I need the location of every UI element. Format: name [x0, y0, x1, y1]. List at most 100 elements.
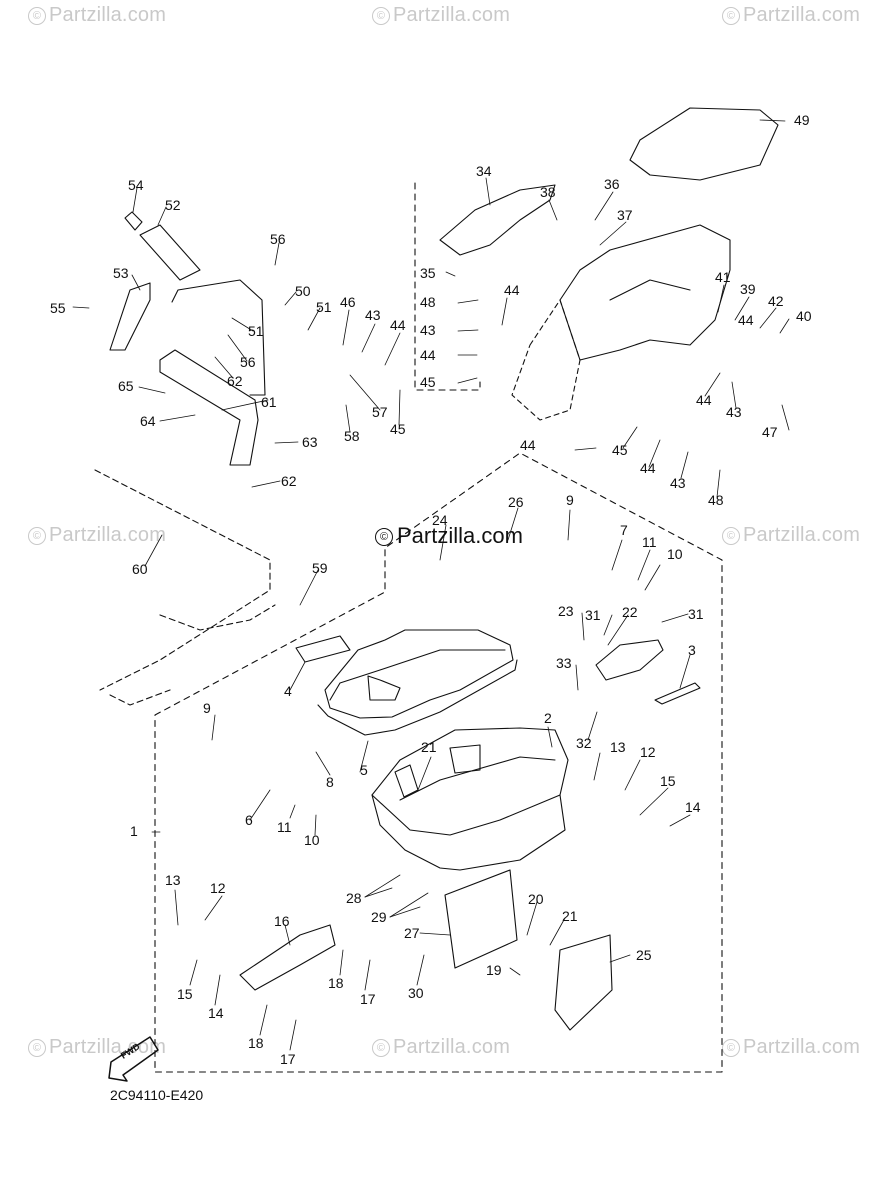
- callout-7: 7: [620, 522, 628, 538]
- callout-43-a: 43: [365, 307, 381, 323]
- callout-55: 55: [50, 300, 66, 316]
- callout-6: 6: [245, 812, 253, 828]
- callout-53: 53: [113, 265, 129, 281]
- callout-43-d: 43: [670, 475, 686, 491]
- callout-15-left: 15: [177, 986, 193, 1002]
- callout-11-upper: 11: [642, 534, 657, 550]
- callout-36: 36: [604, 176, 620, 192]
- copyright-icon: ©: [372, 7, 390, 25]
- callout-64: 64: [140, 413, 156, 429]
- bracket-25: [554, 934, 613, 1031]
- callout-59: 59: [312, 560, 328, 576]
- lid-assembly: [317, 629, 518, 736]
- callout-44-e: 44: [520, 437, 536, 453]
- copyright-icon: ©: [722, 527, 740, 545]
- callout-10-lower: 10: [304, 832, 320, 848]
- callout-34: 34: [476, 163, 492, 179]
- callout-21-lower: 21: [562, 908, 578, 924]
- callout-63: 63: [302, 434, 318, 450]
- copyright-icon: ©: [28, 1039, 46, 1057]
- frame-outline: [94, 469, 276, 706]
- callout-9-upper: 9: [566, 492, 574, 508]
- fwd-arrow-icon: [108, 1036, 159, 1082]
- watermark-top-right: ©Partzilla.com: [722, 4, 860, 27]
- callout-13-left: 13: [165, 872, 181, 888]
- callout-11-lower: 11: [277, 819, 292, 835]
- callout-62-lower: 62: [281, 473, 297, 489]
- callout-31-left: 31: [585, 607, 601, 623]
- callout-39: 39: [740, 281, 756, 297]
- copyright-icon: ©: [28, 7, 46, 25]
- watermark-mid-right: ©Partzilla.com: [722, 524, 860, 547]
- callout-44-f: 44: [640, 460, 656, 476]
- callout-62-upper: 62: [227, 373, 243, 389]
- callout-25: 25: [636, 947, 652, 963]
- watermark-top-left: ©Partzilla.com: [28, 4, 166, 27]
- callout-10-upper: 10: [667, 546, 683, 562]
- callout-12-right: 12: [640, 744, 656, 760]
- callout-50: 50: [295, 283, 311, 299]
- copyright-icon: ©: [722, 7, 740, 25]
- callout-41: 41: [715, 269, 731, 285]
- callout-14-left: 14: [208, 1005, 224, 1021]
- callout-58: 58: [344, 428, 360, 444]
- callout-51-a: 51: [316, 299, 332, 315]
- callout-26: 26: [508, 494, 524, 510]
- callout-45-c: 45: [612, 442, 628, 458]
- copyright-icon: ©: [372, 1039, 390, 1057]
- assembly-boundary: [154, 452, 723, 1073]
- callout-56-lower: 56: [240, 354, 256, 370]
- callout-42: 42: [768, 293, 784, 309]
- copyright-icon: ©: [375, 528, 393, 546]
- callout-18-left: 18: [248, 1035, 264, 1051]
- watermark-bottom-center: ©Partzilla.com: [372, 1036, 510, 1059]
- bracket-34: [439, 184, 556, 256]
- watermark-mid-left: ©Partzilla.com: [28, 524, 166, 547]
- callout-8: 8: [326, 774, 334, 790]
- callout-44-b: 44: [420, 347, 436, 363]
- callout-37: 37: [617, 207, 633, 223]
- callout-61: 61: [261, 394, 277, 410]
- callout-32: 32: [576, 735, 592, 751]
- lower-case: [371, 727, 569, 871]
- callout-49: 49: [794, 112, 810, 128]
- callout-48-upper: 48: [420, 294, 436, 310]
- pad-4: [295, 635, 351, 663]
- callout-27: 27: [404, 925, 420, 941]
- callout-51-b: 51: [248, 323, 264, 339]
- callout-33: 33: [556, 655, 572, 671]
- diagram-code: 2C94110-E420: [110, 1087, 204, 1103]
- callout-18-right: 18: [328, 975, 344, 991]
- callout-38: 38: [540, 184, 556, 200]
- callout-60: 60: [132, 561, 148, 577]
- watermark-bottom-right: ©Partzilla.com: [722, 1036, 860, 1059]
- callout-22: 22: [622, 604, 638, 620]
- callout-45-a: 45: [390, 421, 406, 437]
- callout-28: 28: [346, 890, 362, 906]
- leader-lines: [72, 119, 790, 1051]
- callout-52: 52: [165, 197, 181, 213]
- watermark-bottom-left: ©Partzilla.com: [28, 1036, 166, 1059]
- callout-35: 35: [420, 265, 436, 281]
- callout-13-right: 13: [610, 739, 626, 755]
- copyright-icon: ©: [722, 1039, 740, 1057]
- callout-3: 3: [688, 642, 696, 658]
- callout-29: 29: [371, 909, 387, 925]
- copyright-icon: ©: [28, 527, 46, 545]
- callout-31-right: 31: [688, 606, 704, 622]
- callout-43-c: 43: [726, 404, 742, 420]
- callout-1: 1: [130, 823, 138, 839]
- callout-16: 16: [274, 913, 290, 929]
- callout-65: 65: [118, 378, 134, 394]
- callout-4: 4: [284, 683, 292, 699]
- callout-15-right: 15: [660, 773, 676, 789]
- callout-30: 30: [408, 985, 424, 1001]
- callout-23: 23: [558, 603, 574, 619]
- callout-57: 57: [372, 404, 388, 420]
- callout-40: 40: [796, 308, 812, 324]
- pad-49: [629, 107, 779, 181]
- callout-17-right: 17: [360, 991, 376, 1007]
- callout-20: 20: [528, 891, 544, 907]
